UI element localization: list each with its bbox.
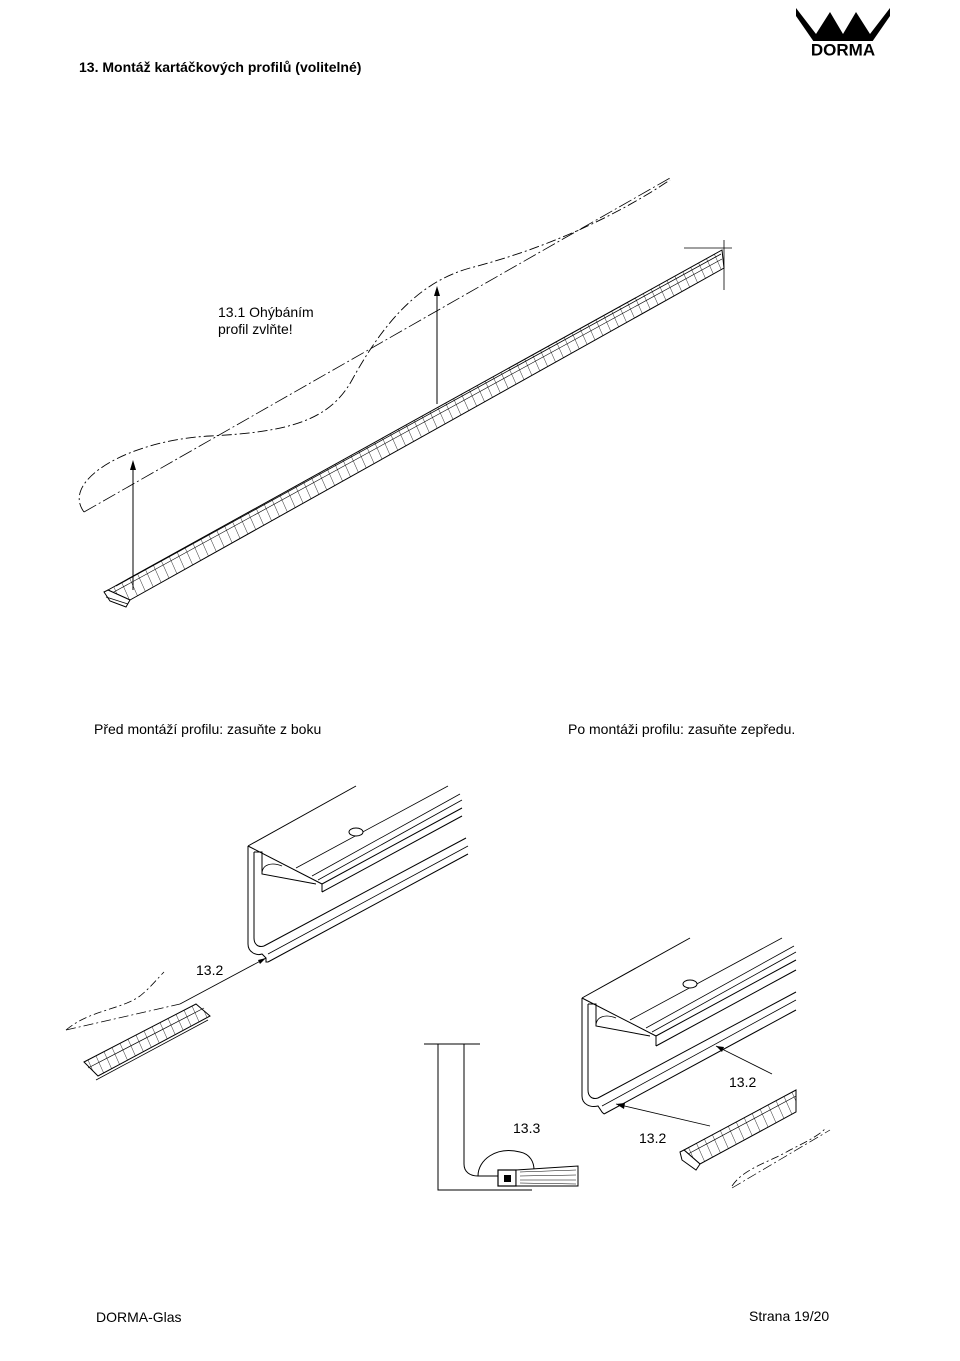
label-13-2-right-upper: 13.2 <box>729 1074 757 1090</box>
dorma-logo: DORMA <box>790 4 896 60</box>
bend-arrows <box>130 286 440 590</box>
screw-hole-icon <box>682 979 698 989</box>
caption-side-insert: Před montáží profilu: zasuňte z boku <box>94 721 322 737</box>
svg-text:DORMA: DORMA <box>811 41 875 59</box>
caption-bend-line2: profil zvlňte! <box>218 321 293 337</box>
caption-bend: 13.1 Ohýbáním profil zvlňte! <box>218 304 314 338</box>
cross-section-detail <box>424 1043 579 1191</box>
brush-profile-short-right <box>679 1089 831 1189</box>
center-line <box>83 177 671 513</box>
label-13-3: 13.3 <box>513 1120 541 1136</box>
rail-profile-left <box>179 785 469 1005</box>
caption-front-insert: Po montáži profilu: zasuňte zepředu. <box>568 721 796 737</box>
label-13-2-right-lower: 13.2 <box>639 1130 667 1146</box>
wave-curve <box>78 179 671 513</box>
page-number: Strana 19/20 <box>749 1308 830 1324</box>
brush-profile-long <box>103 240 732 608</box>
rail-profile-right <box>581 937 797 1127</box>
crown-icon: DORMA <box>796 6 890 60</box>
footer-brand: DORMA-Glas <box>96 1309 182 1325</box>
page-title: 13. Montáž kartáčkových profilů (volitel… <box>79 59 362 75</box>
label-13-2-left: 13.2 <box>196 962 224 978</box>
screw-hole-icon <box>348 827 364 837</box>
caption-bend-line1: 13.1 Ohýbáním <box>218 304 314 320</box>
brush-profile-short-left <box>65 971 211 1081</box>
